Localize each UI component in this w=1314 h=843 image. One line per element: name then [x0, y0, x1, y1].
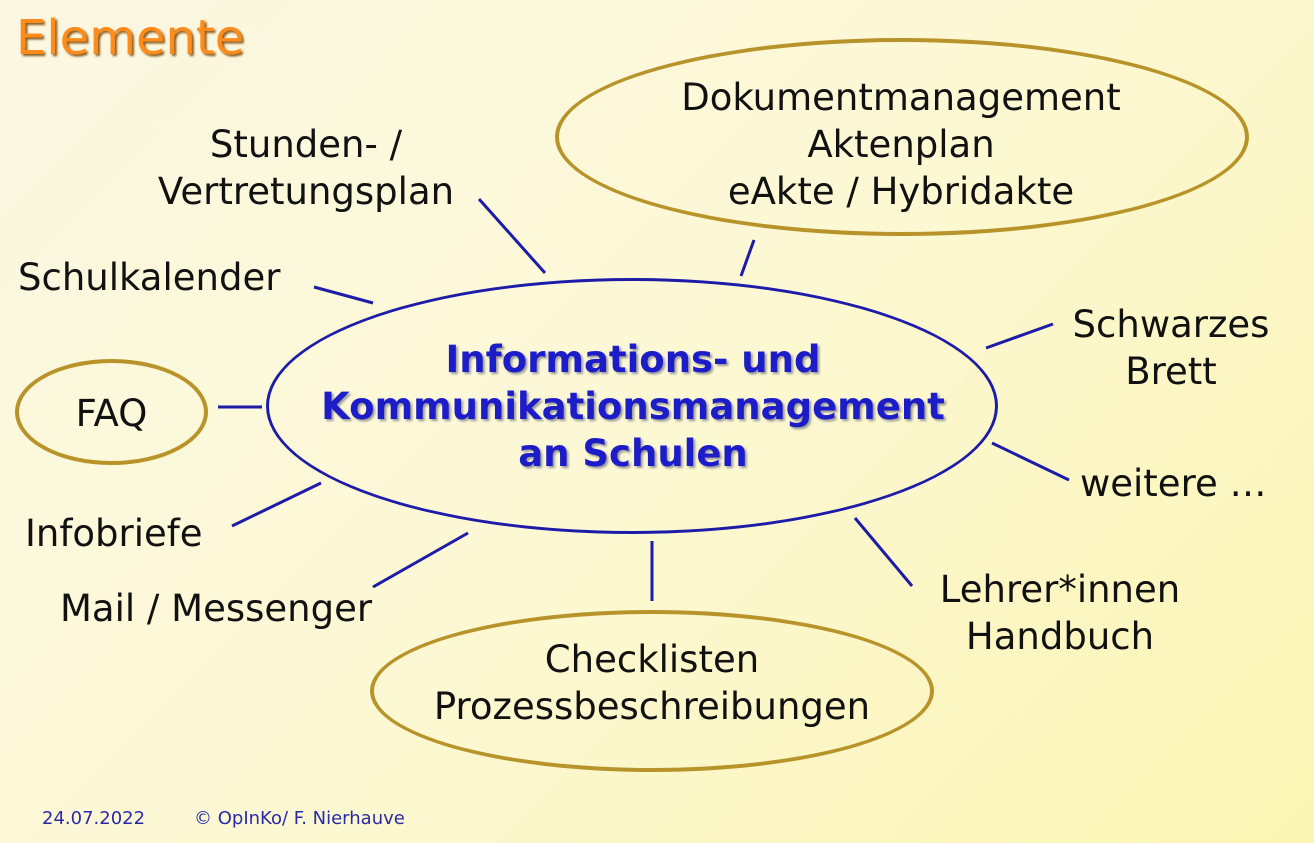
dokument-line-2: Aktenplan	[807, 123, 995, 166]
node-mail: Mail / Messenger	[60, 587, 373, 630]
stunden-line-1: Stunden- /	[209, 123, 403, 166]
center-line-1: Informations- und	[445, 338, 821, 381]
lehrer-line-2: Handbuch	[965, 615, 1155, 658]
connector-weitere	[991, 441, 1070, 482]
connector-stunden	[477, 198, 547, 274]
center-ellipse	[266, 278, 998, 534]
node-weitere: weitere …	[1080, 462, 1267, 505]
checklisten-line-1: Checklisten	[544, 638, 760, 681]
connector-schulkalender	[313, 285, 374, 305]
node-faq: FAQ	[75, 392, 148, 435]
footer-copyright: © OpInKo/ F. Nierhauve	[194, 808, 405, 829]
slide-title: Elemente	[16, 10, 245, 66]
connector-infobriefe	[231, 481, 322, 528]
schwarzes-line-2: Brett	[1125, 350, 1217, 393]
connector-mail	[372, 531, 469, 589]
footer-date: 24.07.2022	[42, 808, 146, 829]
node-stunden: Stunden- / Vertretungsplan	[140, 121, 472, 215]
node-checklisten: Checklisten Prozessbeschreibungen	[390, 636, 914, 730]
node-lehrer: Lehrer*innen Handbuch	[915, 566, 1205, 660]
connector-dokument	[739, 239, 756, 277]
checklisten-line-2: Prozessbeschreibungen	[433, 685, 871, 728]
stunden-line-2: Vertretungsplan	[157, 170, 455, 213]
node-schwarzes: Schwarzes Brett	[1058, 301, 1284, 395]
center-label: Informations- und Kommunikationsmanageme…	[280, 336, 986, 477]
dokument-ellipse	[555, 38, 1249, 236]
center-line-2: Kommunikationsmanagement	[321, 385, 945, 428]
faq-ellipse	[15, 359, 208, 465]
checklisten-ellipse	[370, 610, 934, 772]
center-line-3: an Schulen	[518, 432, 748, 475]
lehrer-line-1: Lehrer*innen	[939, 568, 1181, 611]
schwarzes-line-1: Schwarzes	[1072, 303, 1270, 346]
node-dokument: Dokumentmanagement Aktenplan eAkte / Hyb…	[630, 74, 1172, 215]
node-infobriefe: Infobriefe	[25, 512, 203, 555]
dokument-line-3: eAkte / Hybridakte	[727, 170, 1075, 213]
connector-lehrer	[853, 517, 914, 587]
dokument-line-1: Dokumentmanagement	[681, 76, 1121, 119]
node-schulkalender: Schulkalender	[18, 256, 281, 299]
connector-schwarzes	[985, 322, 1054, 350]
